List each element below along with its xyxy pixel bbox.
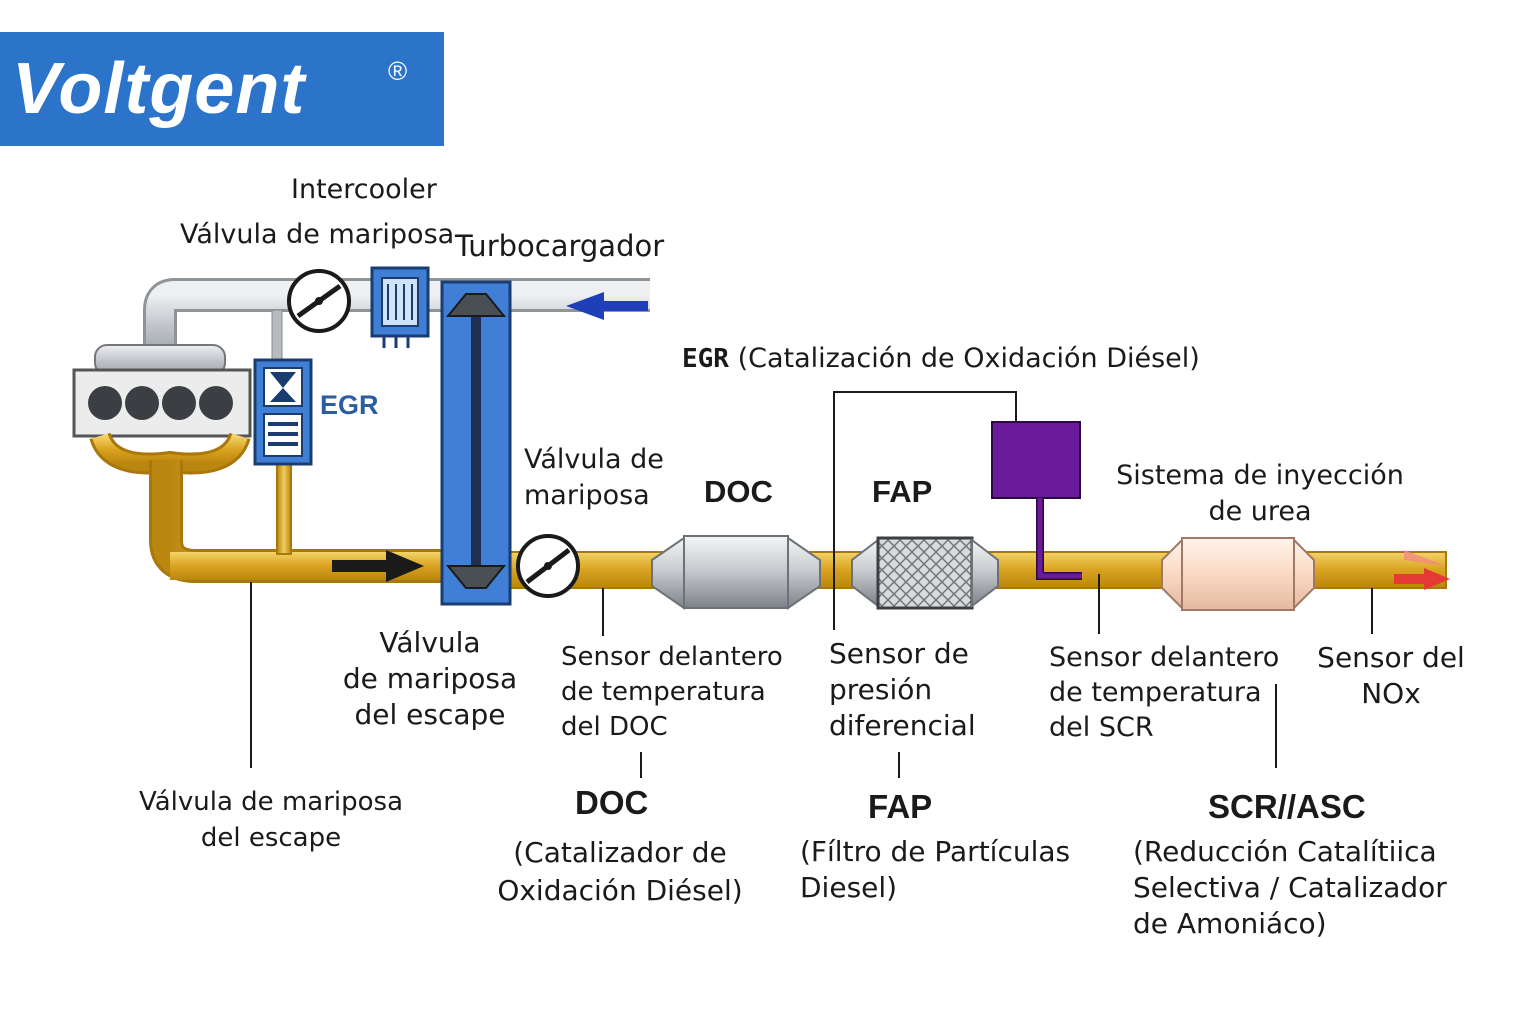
label-exhaust-valve-line3: del escape xyxy=(354,698,506,731)
label-doc-desc-line2: Oxidación Diésel) xyxy=(497,874,743,907)
label-urea-line1: Sistema de inyección xyxy=(1116,460,1404,491)
engine-block xyxy=(72,344,252,438)
scr-canister xyxy=(1161,537,1315,611)
label-exhaust-valve-line1: Válvula xyxy=(379,626,481,659)
brand-registered-mark: ® xyxy=(388,56,408,86)
label-fap-bottom-desc: (Fíltro de Partículas Diesel) xyxy=(800,834,1070,906)
label-pressure-line2: presión xyxy=(829,673,933,706)
throttle-valve-mid-icon xyxy=(516,534,580,598)
label-throttle-mid-line2: mariposa xyxy=(524,480,650,511)
label-scr-temp-line3: del SCR xyxy=(1049,712,1154,743)
label-scr-temp-line2: de temperatura xyxy=(1049,677,1262,708)
label-doc-temp-line3: del DOC xyxy=(561,712,668,742)
label-scr-desc-line3: de Amoniáco) xyxy=(1133,907,1327,940)
label-exhaust-valve-bottom-line2: del escape xyxy=(200,823,342,853)
label-fap-desc-line2: Diesel) xyxy=(800,871,898,904)
label-egr-valve: EGR xyxy=(320,390,379,420)
label-egr-top: EGR (Catalización de Oxidación Diésel) xyxy=(682,341,1200,377)
urea-injection-module xyxy=(991,421,1082,580)
label-exhaust-valve-bottom-line1: Válvula de mariposa xyxy=(138,787,404,817)
label-doc-top: DOC xyxy=(704,474,773,509)
label-doc-temp-sensor: Sensor delantero de temperatura del DOC xyxy=(561,640,783,745)
label-exhaust-valve: Válvula de mariposa del escape xyxy=(330,625,530,733)
label-scr-desc-line1: (Reducción Catalítiica xyxy=(1133,835,1437,868)
label-fap-top: FAP xyxy=(872,474,933,509)
doc-canister xyxy=(651,535,821,610)
label-intercooler: Intercooler xyxy=(291,174,437,205)
label-scr-temp-sensor: Sensor delantero de temperatura del SCR xyxy=(1049,640,1279,745)
label-exhaust-valve-line2: de mariposa xyxy=(342,662,518,695)
label-pressure-line1: Sensor de xyxy=(829,637,969,670)
fap-canister xyxy=(851,536,999,610)
leader-lines xyxy=(250,391,1373,778)
turbocharger xyxy=(440,280,512,606)
exhaust-flow-arrow xyxy=(332,550,424,582)
label-scr-bottom-desc: (Reducción Catalítiica Selectiva / Catal… xyxy=(1133,834,1447,942)
label-pressure-sensor: Sensor de presión diferencial xyxy=(829,636,976,744)
outlet-arrow xyxy=(1394,550,1450,590)
throttle-valve-top-icon xyxy=(287,269,351,333)
label-nox-line1: Sensor del xyxy=(1317,641,1465,674)
label-fap-bottom-title: FAP xyxy=(868,788,933,825)
label-throttle-mid: Válvula de mariposa xyxy=(524,442,664,514)
label-nox-line2: NOx xyxy=(1361,677,1421,710)
brand-logo: Voltgent ® xyxy=(0,32,444,146)
label-doc-bottom-desc: (Catalizador de Oxidación Diésel) xyxy=(490,834,750,910)
label-pressure-line3: diferencial xyxy=(829,709,976,742)
label-scr-desc-line2: Selectiva / Catalizador xyxy=(1133,871,1447,904)
label-nox-sensor: Sensor del NOx xyxy=(1306,640,1476,712)
label-scr-temp-line1: Sensor delantero xyxy=(1049,642,1280,673)
label-throttle-valve-top: Válvula de mariposa xyxy=(180,219,455,250)
label-throttle-mid-line1: Válvula de xyxy=(524,444,664,475)
label-egr-top-prefix: EGR xyxy=(682,344,729,374)
label-urea-line2: de urea xyxy=(1208,496,1312,527)
label-exhaust-valve-bottom: Válvula de mariposa del escape xyxy=(130,784,412,856)
label-doc-temp-line1: Sensor delantero xyxy=(561,642,783,672)
intercooler xyxy=(370,266,430,348)
brand-name: Voltgent xyxy=(12,49,306,129)
label-urea-system: Sistema de inyección de urea xyxy=(1110,458,1410,530)
label-egr-top-text: (Catalización de Oxidación Diésel) xyxy=(737,343,1200,374)
label-doc-desc-line1: (Catalizador de xyxy=(513,836,727,869)
label-scr-bottom-title: SCR//ASC xyxy=(1208,788,1366,825)
intake-arrow xyxy=(566,292,648,320)
label-doc-bottom-title: DOC xyxy=(575,784,649,821)
label-fap-desc-line1: (Fíltro de Partículas xyxy=(800,835,1071,868)
label-doc-temp-line2: de temperatura xyxy=(561,677,766,707)
egr-valve xyxy=(253,358,313,466)
label-turbocharger: Turbocargador xyxy=(455,229,665,263)
